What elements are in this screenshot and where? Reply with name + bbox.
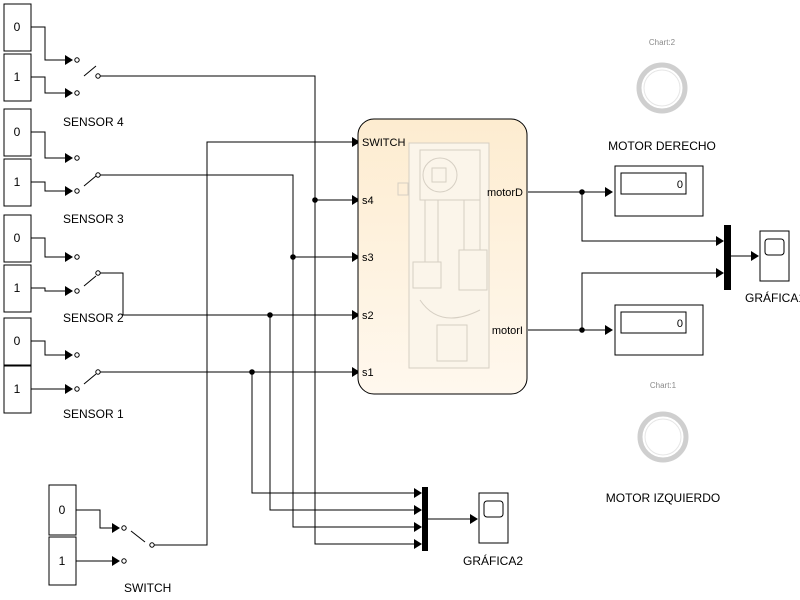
constant-block-s4-1[interactable]: 1 bbox=[3, 53, 32, 102]
constant-block-s1-1[interactable]: 1 bbox=[3, 365, 32, 414]
chart-output-motord: motorD bbox=[487, 187, 523, 199]
switch-block[interactable]: SWITCH bbox=[121, 525, 172, 595]
sensor-1-switch[interactable]: SENSOR 1 bbox=[63, 352, 124, 421]
constant-block-sw-0[interactable]: 0 bbox=[48, 484, 77, 536]
scope-grafica1[interactable]: GRÁFICA1 bbox=[745, 230, 800, 305]
chart-preview-graphic bbox=[397, 142, 490, 369]
scope-label: GRÁFICA1 bbox=[745, 290, 800, 305]
sensor-4-switch[interactable]: SENSOR 4 bbox=[63, 57, 124, 129]
constant-value: 1 bbox=[59, 554, 66, 568]
mux-2[interactable] bbox=[422, 487, 428, 551]
scope-grafica2[interactable]: GRÁFICA2 bbox=[463, 492, 523, 568]
constant-block-s2-1[interactable]: 1 bbox=[3, 264, 32, 313]
constant-value: 0 bbox=[14, 334, 21, 348]
constant-block-s4-0[interactable]: 0 bbox=[3, 3, 32, 52]
lamp-motor-derecho[interactable]: Chart:2 MOTOR DERECHO bbox=[608, 38, 716, 153]
mux-1[interactable] bbox=[724, 225, 731, 290]
sensor-2-label: SENSOR 2 bbox=[63, 311, 124, 325]
chart-input-s1: s1 bbox=[362, 367, 374, 379]
constant-value: 0 bbox=[14, 125, 21, 139]
display-value: 0 bbox=[677, 318, 683, 330]
constant-value: 1 bbox=[14, 281, 21, 295]
constant-block-s3-1[interactable]: 1 bbox=[3, 158, 32, 207]
chart-input-switch: SWITCH bbox=[362, 137, 405, 149]
switch-input-wires bbox=[31, 26, 120, 566]
constant-value: 1 bbox=[14, 70, 21, 84]
constant-value: 0 bbox=[14, 20, 21, 34]
lamp-label: MOTOR DERECHO bbox=[608, 139, 716, 153]
sensor-1-label: SENSOR 1 bbox=[63, 407, 124, 421]
constant-value: 1 bbox=[14, 175, 21, 189]
constant-block-s3-0[interactable]: 0 bbox=[3, 108, 32, 157]
signal-wires bbox=[100, 75, 759, 549]
sensor-3-label: SENSOR 3 bbox=[63, 212, 124, 226]
switch-label: SWITCH bbox=[124, 581, 171, 595]
constant-block-s2-0[interactable]: 0 bbox=[3, 214, 32, 263]
chart-input-s3: s3 bbox=[362, 252, 374, 264]
lamp-chart-tag: Chart:2 bbox=[649, 38, 676, 47]
sensor-2-switch[interactable]: SENSOR 2 bbox=[63, 254, 124, 325]
constant-block-sw-1[interactable]: 1 bbox=[48, 536, 77, 586]
constant-value: 1 bbox=[14, 382, 21, 396]
sensor-4-label: SENSOR 4 bbox=[63, 115, 124, 129]
display-motor-izquierdo[interactable]: 0 bbox=[614, 304, 704, 356]
lamp-label: MOTOR IZQUIERDO bbox=[606, 491, 720, 505]
lamp-motor-izquierdo[interactable]: Chart:1 MOTOR IZQUIERDO bbox=[606, 381, 720, 505]
chart-output-motori: motorI bbox=[492, 325, 523, 337]
stateflow-chart-block[interactable]: SWITCH s4 s3 s2 s1 motorD motorI bbox=[357, 118, 528, 395]
scope-label: GRÁFICA2 bbox=[463, 553, 523, 568]
chart-input-s4: s4 bbox=[362, 195, 374, 207]
lamp-chart-tag: Chart:1 bbox=[650, 381, 677, 390]
constant-value: 0 bbox=[14, 231, 21, 245]
constant-value: 0 bbox=[59, 503, 66, 517]
chart-input-s2: s2 bbox=[362, 310, 374, 322]
constant-block-s1-0[interactable]: 0 bbox=[3, 317, 32, 366]
display-motor-derecho[interactable]: 0 bbox=[614, 165, 704, 217]
display-value: 0 bbox=[677, 179, 683, 191]
